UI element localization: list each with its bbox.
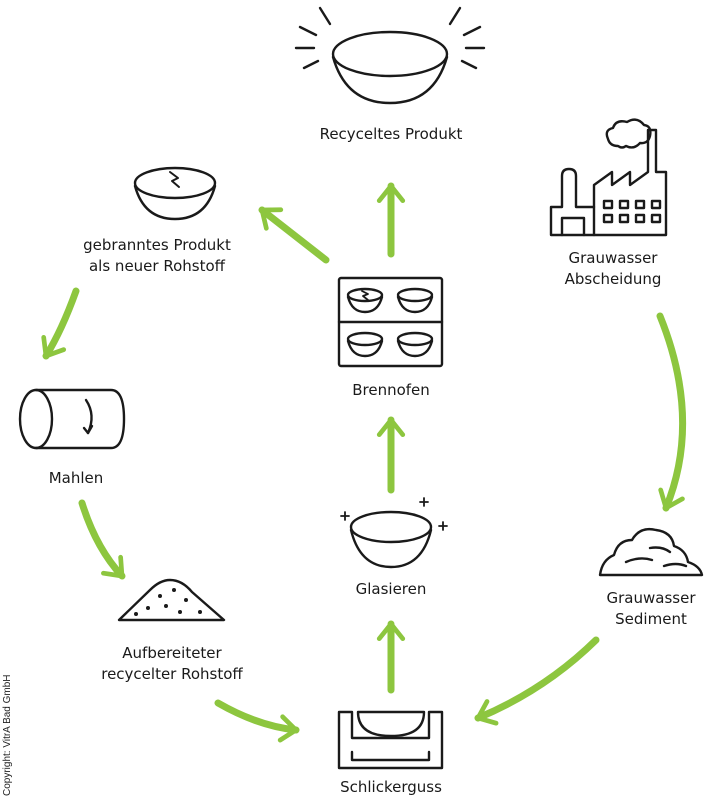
- label-aufbereitet: Aufbereiteter recycelter Rohstoff: [101, 644, 243, 683]
- copyright-note: Copyright: VitrA Bad GmbH: [2, 674, 13, 796]
- glazed-bowl-icon: [340, 497, 448, 569]
- label-schlickerguss: Schlickerguss: [340, 778, 442, 796]
- label-gebrannt: gebranntes Produkt als neuer Rohstoff: [83, 236, 231, 275]
- label-brennofen: Brennofen: [352, 381, 430, 399]
- label-grauwasser-abscheidung: Grauwasser Abscheidung: [564, 249, 662, 288]
- kiln-icon: [337, 276, 444, 368]
- arrow-aufbereitet-to-schlicker: [214, 699, 300, 743]
- arrow-mahlen-to-aufbereitet: [78, 499, 126, 580]
- arrow-grauwasser-to-sediment: [656, 312, 687, 512]
- arrow-gebrannt-to-mahlen: [41, 287, 80, 360]
- arrow-brennofen-to-gebrannt: [258, 206, 330, 264]
- cracked-bowl-icon: [133, 166, 217, 221]
- label-grauwasser-sediment: Grauwasser Sediment: [606, 589, 696, 628]
- arrow-sediment-to-schlicker: [474, 636, 600, 726]
- factory-icon: [549, 118, 668, 237]
- glowing-bowl-icon: [294, 6, 486, 105]
- sediment-pile-icon: [598, 527, 704, 577]
- casting-mold-icon: [337, 710, 444, 770]
- label-recycelt: Recyceltes Produkt: [319, 125, 463, 143]
- label-glasieren: Glasieren: [355, 580, 427, 598]
- label-mahlen: Mahlen: [48, 469, 104, 487]
- raw-material-pile-icon: [117, 578, 226, 622]
- grinding-drum-icon: [18, 388, 126, 450]
